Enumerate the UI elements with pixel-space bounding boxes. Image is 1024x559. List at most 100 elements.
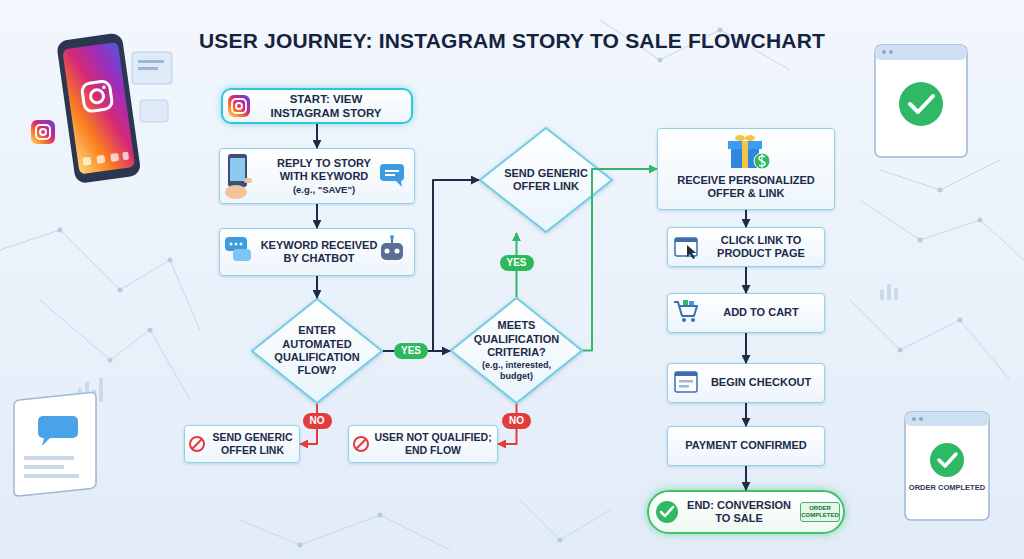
process-box: SEND GENERIC OFFER LINK xyxy=(184,425,300,463)
gift-icon xyxy=(728,135,770,169)
chat-bubbles-icon xyxy=(233,249,251,261)
node-sublabel: (e.g., "SAVE") xyxy=(293,184,355,196)
check-icon xyxy=(656,501,678,523)
node-label: MEETS QUALIFICATION CRITERIA? xyxy=(467,319,567,359)
browser-chat-bottom-left xyxy=(38,416,78,438)
node-sublabel: ORDER COMPLETED xyxy=(800,502,840,521)
node-label: RECEIVE PERSONALIZED OFFER & LINK xyxy=(664,174,828,201)
connector-arrow xyxy=(745,333,747,363)
network-dots xyxy=(558,538,563,543)
phone-illustration xyxy=(56,32,141,184)
gift-icon xyxy=(754,153,770,169)
network-dots xyxy=(378,513,383,518)
faint-bars xyxy=(894,288,898,300)
node-label: PAYMENT CONFIRMED xyxy=(685,439,807,452)
cart-icon xyxy=(674,300,697,322)
connector-arrow xyxy=(745,267,747,293)
browser-check-top xyxy=(889,50,893,54)
browser-chat-bottom-left xyxy=(14,392,96,497)
phone-illustration xyxy=(90,89,105,104)
edge-label: NO xyxy=(303,413,332,429)
browser-chat-bottom-left xyxy=(42,438,50,446)
chat-icon xyxy=(396,181,402,187)
phone-illustration xyxy=(56,32,141,184)
browser-order-bottom-right xyxy=(905,412,989,520)
browser-order-bottom-right xyxy=(905,412,989,426)
browser-check-top xyxy=(882,50,886,54)
node-label: ENTER AUTOMATED QUALIFICATION FLOW? xyxy=(267,324,367,378)
floating-panels xyxy=(138,60,164,63)
browser-order-bottom-right xyxy=(919,417,923,421)
browser-order-bottom-right xyxy=(939,454,956,466)
edge-label: NO xyxy=(502,413,531,429)
cart-icon xyxy=(689,301,694,305)
chat-bubbles-icon xyxy=(225,237,247,251)
chat-bubbles-icon xyxy=(225,237,251,261)
node-label: REPLY TO STORY WITH KEYWORD xyxy=(266,157,382,184)
phone-illustration xyxy=(96,155,105,164)
form-icon xyxy=(675,372,697,376)
floating-panels xyxy=(132,52,172,84)
network-dots xyxy=(108,358,113,363)
connector-arrow xyxy=(745,466,747,490)
check-icon xyxy=(656,501,678,523)
stop-icon xyxy=(356,439,366,449)
connector-arrow xyxy=(745,210,747,227)
stop-icon xyxy=(190,437,368,451)
faint-bars xyxy=(887,284,891,300)
instagram-icon xyxy=(232,99,246,113)
network-pattern xyxy=(40,300,190,400)
browser-order-bottom-right xyxy=(912,417,916,421)
chat-bubbles-icon xyxy=(230,243,233,246)
node-sublabel: (e.g., interested, budget) xyxy=(467,360,567,382)
phone-hand-icon xyxy=(228,154,247,187)
diamond-outline xyxy=(252,299,382,403)
cart-icon xyxy=(682,318,686,322)
form-icon xyxy=(675,372,697,392)
gift-icon xyxy=(735,135,745,141)
network-dots xyxy=(58,228,63,233)
diagram-title: USER JOURNEY: INSTAGRAM STORY TO SALE FL… xyxy=(0,29,1024,53)
chat-icon xyxy=(385,174,395,176)
connector-arrow xyxy=(316,124,318,148)
browser-check-top xyxy=(875,45,967,60)
network-pattern xyxy=(860,200,1024,260)
browser-check-top xyxy=(875,45,967,157)
browser-order-bottom-right xyxy=(930,443,964,477)
check-icon xyxy=(661,507,673,516)
network-dots xyxy=(58,28,983,548)
network-pattern xyxy=(0,230,200,330)
phone-illustration xyxy=(82,157,91,166)
browser-chat-bottom-left xyxy=(24,474,79,478)
stop-icon xyxy=(192,439,202,449)
floating-panels xyxy=(140,100,168,122)
network-pattern xyxy=(240,515,450,550)
network-pattern xyxy=(520,500,610,540)
instagram-icon xyxy=(228,95,250,117)
floating-panels xyxy=(132,52,172,122)
network-dots xyxy=(168,258,173,263)
network-dots xyxy=(898,348,903,353)
instagram-icon xyxy=(228,95,250,117)
network-pattern xyxy=(0,20,1024,550)
phone-hand-icon xyxy=(230,158,245,181)
faint-bars xyxy=(78,284,898,402)
phone-illustration xyxy=(62,42,135,175)
faint-bars xyxy=(99,378,103,402)
browser-chat-bottom-left xyxy=(14,392,96,497)
connector-arrow xyxy=(583,169,657,351)
connector-arrow xyxy=(316,276,318,298)
chat-icon xyxy=(380,164,404,187)
phone-illustration xyxy=(110,153,119,162)
instagram-badge xyxy=(31,120,55,144)
node-label: SEND GENERIC OFFER LINK xyxy=(503,167,589,194)
node-label: CLICK LINK TO PRODUCT PAGE xyxy=(702,234,820,261)
network-dots xyxy=(958,318,963,323)
phone-illustration xyxy=(102,85,106,89)
stop-icon xyxy=(354,437,368,451)
node-label: BEGIN CHECKOUT xyxy=(711,376,811,389)
